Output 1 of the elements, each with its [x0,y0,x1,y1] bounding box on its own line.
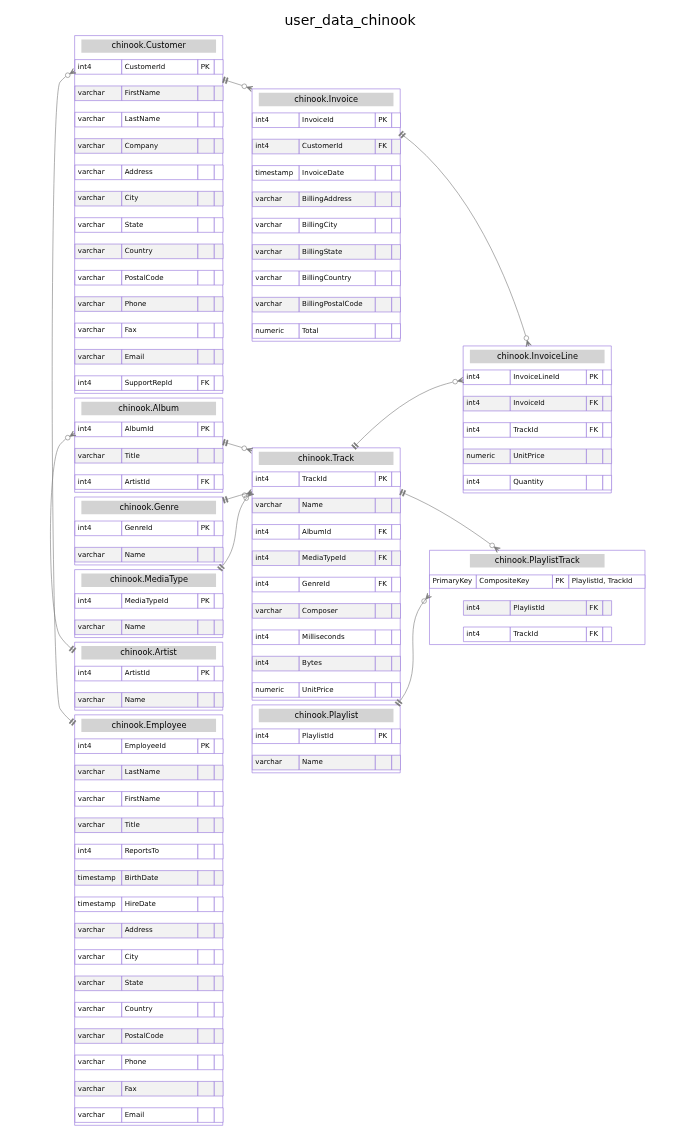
diagram-title: user_data_chinook [284,11,416,28]
